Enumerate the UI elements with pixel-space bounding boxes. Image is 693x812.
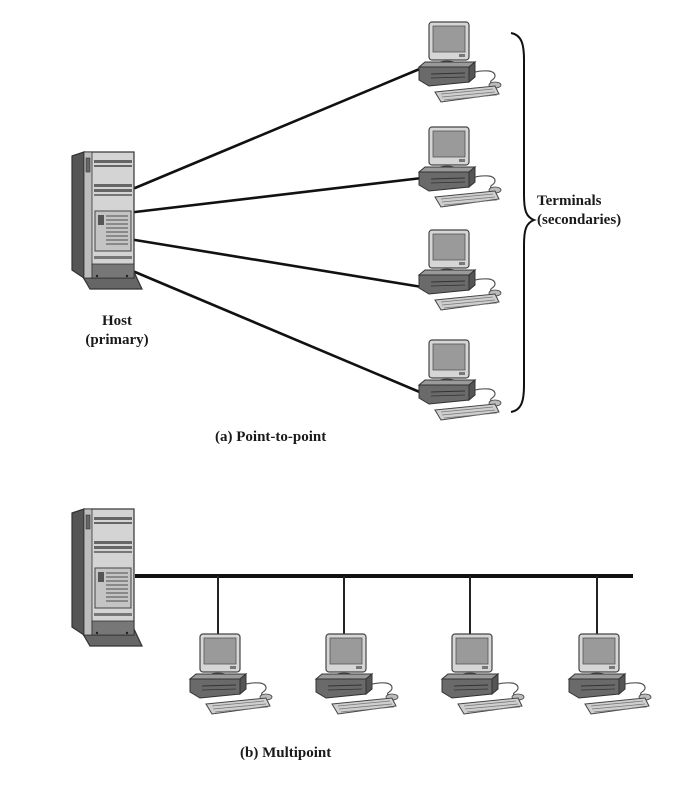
host-label-line2: (primary) <box>85 332 149 348</box>
caption-multipoint: (b) Multipoint <box>240 745 332 761</box>
point-to-point-diagram <box>71 21 537 421</box>
terminal-3-desktop-icon <box>418 229 502 311</box>
multipoint-terminal-1-desktop-icon <box>189 633 273 715</box>
host-label-line1: Host <box>102 313 132 329</box>
caption-point-to-point: (a) Point-to-point <box>215 429 327 445</box>
link-host-terminal-3 <box>133 238 424 289</box>
link-host-terminal-4 <box>133 270 424 395</box>
link-host-terminal-1 <box>133 66 424 190</box>
multipoint-host-server-icon <box>71 508 143 647</box>
host-label: Host (primary) <box>62 312 172 350</box>
terminals-label: Terminals (secondaries) <box>537 192 657 230</box>
multipoint-terminal-2-desktop-icon <box>315 633 399 715</box>
link-host-terminal-2 <box>133 176 424 214</box>
terminal-2-desktop-icon <box>418 126 502 208</box>
multipoint-diagram <box>71 508 652 715</box>
terminal-4-desktop-icon <box>418 339 502 421</box>
multipoint-terminal-4-desktop-icon <box>568 633 652 715</box>
terminals-label-line2: (secondaries) <box>537 212 622 228</box>
multipoint-drop-lines <box>217 576 598 635</box>
terminals-brace <box>510 32 537 413</box>
terminals-label-line1: Terminals <box>537 193 602 209</box>
host-server-icon <box>71 151 143 290</box>
multipoint-terminal-3-desktop-icon <box>441 633 525 715</box>
terminal-1-desktop-icon <box>418 21 502 103</box>
point-to-point-links <box>133 66 424 395</box>
